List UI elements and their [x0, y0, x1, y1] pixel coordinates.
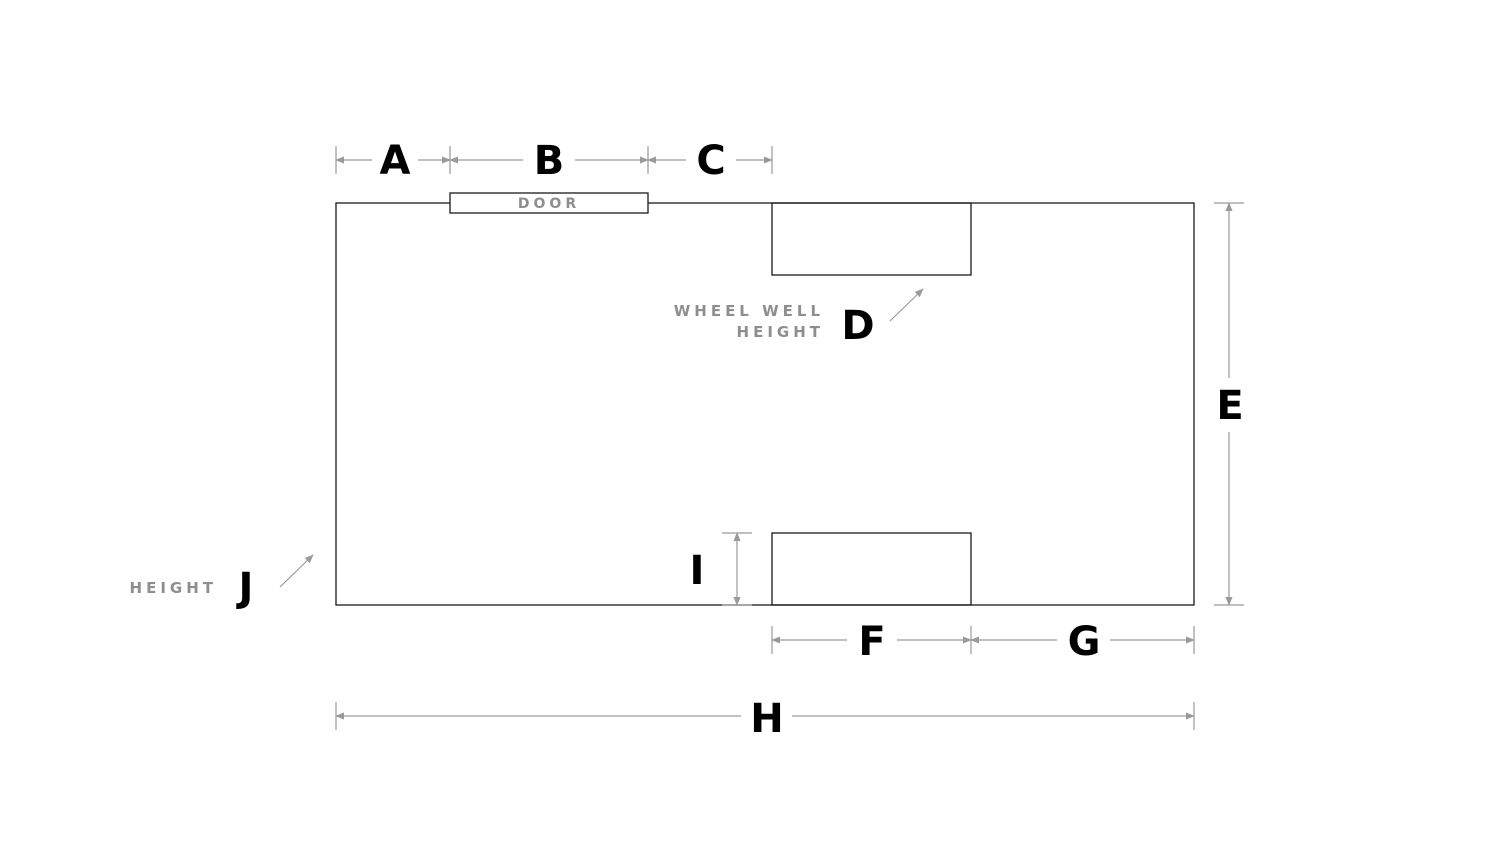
floor-outline	[335, 202, 1195, 606]
dimension-h: H	[335, 696, 1195, 742]
label-h: H	[750, 696, 783, 742]
dimension-g: G	[970, 619, 1195, 665]
dimension-b: B	[449, 138, 649, 184]
wheel-well-bottom	[771, 532, 972, 606]
door-rect	[449, 192, 649, 214]
label-e: E	[1216, 383, 1243, 429]
label-f: F	[858, 619, 885, 665]
height-callout: HEIGHT J	[130, 554, 314, 611]
dimension-e: E	[1214, 202, 1244, 606]
dimension-i: I	[690, 532, 752, 606]
label-c: C	[696, 138, 725, 184]
label-a: A	[380, 138, 411, 184]
dimension-c: C	[647, 138, 773, 184]
label-i: I	[690, 548, 705, 594]
wheel-well-height-callout: WHEEL WELL HEIGHT D	[674, 288, 924, 349]
door-label: DOOR	[518, 196, 580, 212]
height-pointer-arrow	[279, 554, 314, 588]
dimension-f: F	[771, 619, 972, 665]
wheel-well-pointer-arrow	[889, 288, 924, 322]
label-d: D	[841, 303, 874, 349]
dimension-a: A	[335, 138, 451, 184]
wheel-well-caption-line2: HEIGHT	[737, 323, 824, 341]
wheel-well-top	[771, 202, 972, 276]
height-caption: HEIGHT	[130, 579, 217, 597]
label-b: B	[534, 138, 565, 184]
wheel-well-caption-line1: WHEEL WELL	[674, 302, 824, 320]
label-g: G	[1068, 619, 1101, 665]
label-j: J	[236, 565, 254, 611]
